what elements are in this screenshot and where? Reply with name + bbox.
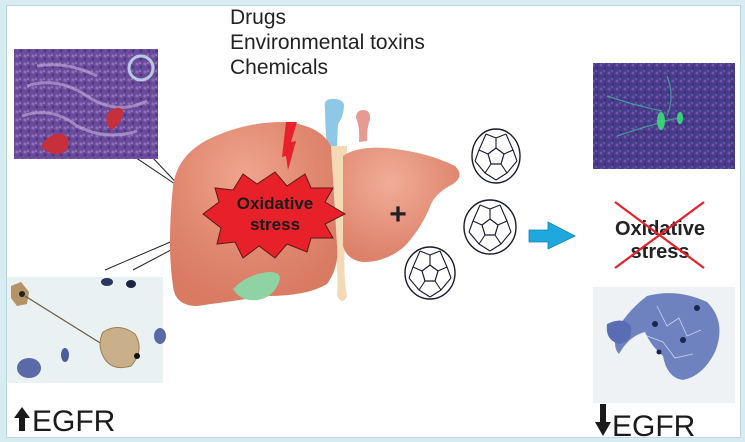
burst-label-line2: stress	[250, 215, 300, 234]
fullerene-molecule	[471, 128, 521, 184]
micrograph-liver-protected	[593, 63, 735, 169]
plus-sign: +	[389, 198, 407, 231]
figure-canvas: Drugs Environmental toxins Chemicals	[6, 5, 741, 438]
right-egfr-label: EGFR	[612, 410, 695, 437]
hepatic-vein	[324, 98, 344, 146]
fullerene-molecule	[404, 246, 456, 300]
toxin-chemicals: Chemicals	[230, 56, 329, 79]
toxin-drugs: Drugs	[230, 6, 287, 29]
liver-left-lobe	[343, 147, 460, 262]
lightning-bolt-icon	[282, 122, 297, 170]
down-arrow-icon	[595, 404, 611, 436]
illustration: Oxidative stress + Oxidative stress	[7, 49, 735, 437]
toxin-environmental: Environmental toxins	[230, 31, 425, 54]
fullerene-molecule	[463, 199, 517, 255]
left-egfr-label: EGFR	[32, 405, 115, 437]
toxin-list: Drugs Environmental toxins Chemicals	[230, 5, 425, 80]
hepatic-artery	[356, 110, 371, 142]
micrograph-cells-egfr-high	[7, 277, 166, 383]
micrograph-liver-damaged	[14, 49, 158, 159]
burst-label-line1: Oxidative	[237, 194, 314, 213]
oxidative-stress-burst	[202, 171, 347, 259]
right-arrow-icon	[528, 221, 576, 250]
up-arrow-icon	[14, 407, 30, 431]
micrograph-cells-egfr-low	[593, 287, 735, 403]
result-label-line1: Oxidative	[615, 218, 705, 240]
gallbladder	[233, 272, 280, 301]
cross-out-icon	[614, 201, 705, 269]
